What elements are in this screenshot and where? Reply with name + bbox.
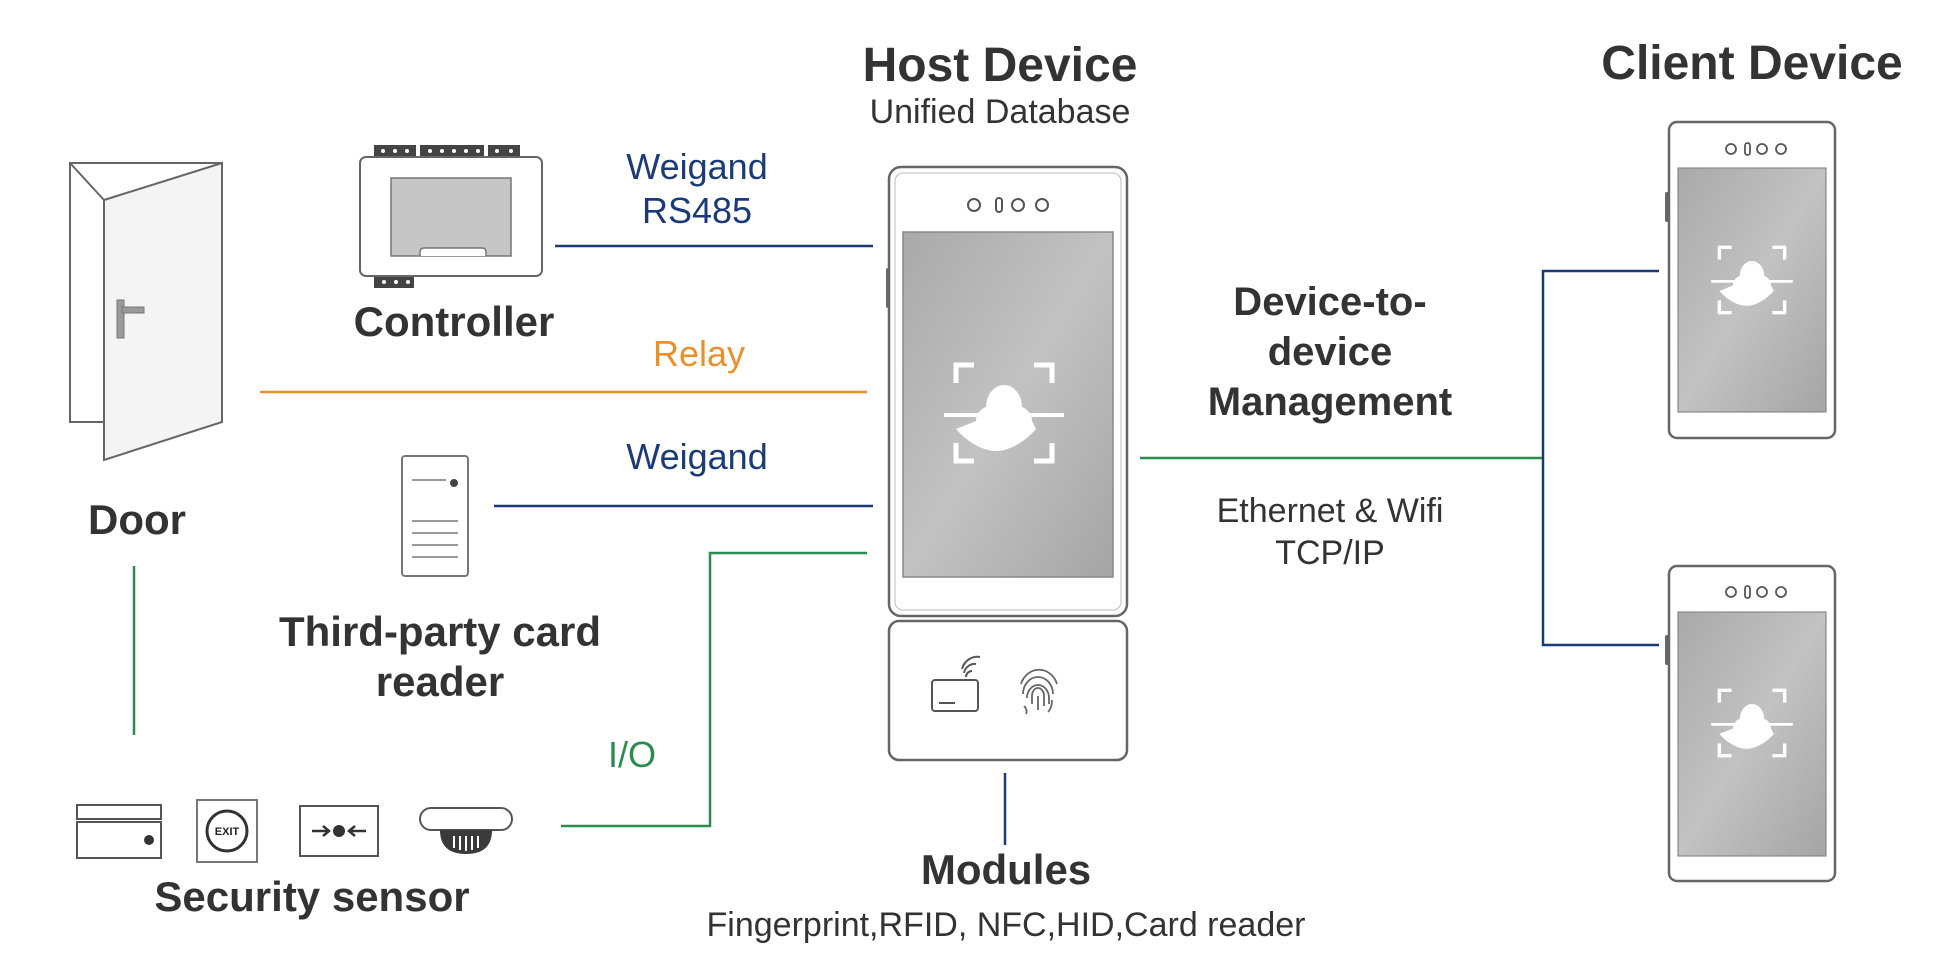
fingerprint-icon [1020,668,1058,715]
security-sensor-label: Security sensor [154,873,470,920]
controller-icon [359,145,543,288]
controller-protocol-line2: RS485 [641,190,753,231]
network-label-line2: TCP/IP [1275,534,1385,572]
door-icon [69,161,223,462]
rfid-card-icon [931,655,981,712]
controller-label: Controller [353,298,555,345]
d2d-label-line1: Device-to- [1233,280,1427,324]
client-device-2 [1665,564,1837,883]
d2d-label-line3: Management [1207,380,1453,424]
client-device-title: Client Device [1601,37,1903,90]
io-line [561,551,867,828]
d2d-label-line2: device [1267,330,1393,374]
network-label-line1: Ethernet & Wifi [1216,492,1444,530]
card-reader-protocol: Weigand [626,436,768,477]
relay-label: Relay [652,333,746,374]
modules-panel [887,619,1129,762]
card-reader-label-line1: Third-party card [278,608,602,655]
infrared-beam-icon [299,805,379,857]
controller-protocol-line1: Weigand [626,146,768,187]
face-recognition-terminal-icon [886,165,1129,618]
io-label: I/O [607,734,657,775]
modules-title: Modules [920,846,1092,893]
exit-sign-text: EXIT [215,826,240,838]
door-label: Door [88,496,186,543]
card-reader-label-line2: reader [375,658,505,705]
card-reader-icon [401,455,469,577]
host-device-subtitle: Unified Database [869,93,1131,131]
exit-button-icon: EXIT [196,799,258,863]
smoke-detector-icon [419,807,513,854]
magnetic-contact-icon [76,804,162,859]
client-device-1 [1665,120,1837,440]
host-device-title: Host Device [862,39,1138,92]
client-bus-line [1541,269,1659,647]
modules-list: Fingerprint,RFID, NFC,HID,Card reader [706,906,1306,944]
